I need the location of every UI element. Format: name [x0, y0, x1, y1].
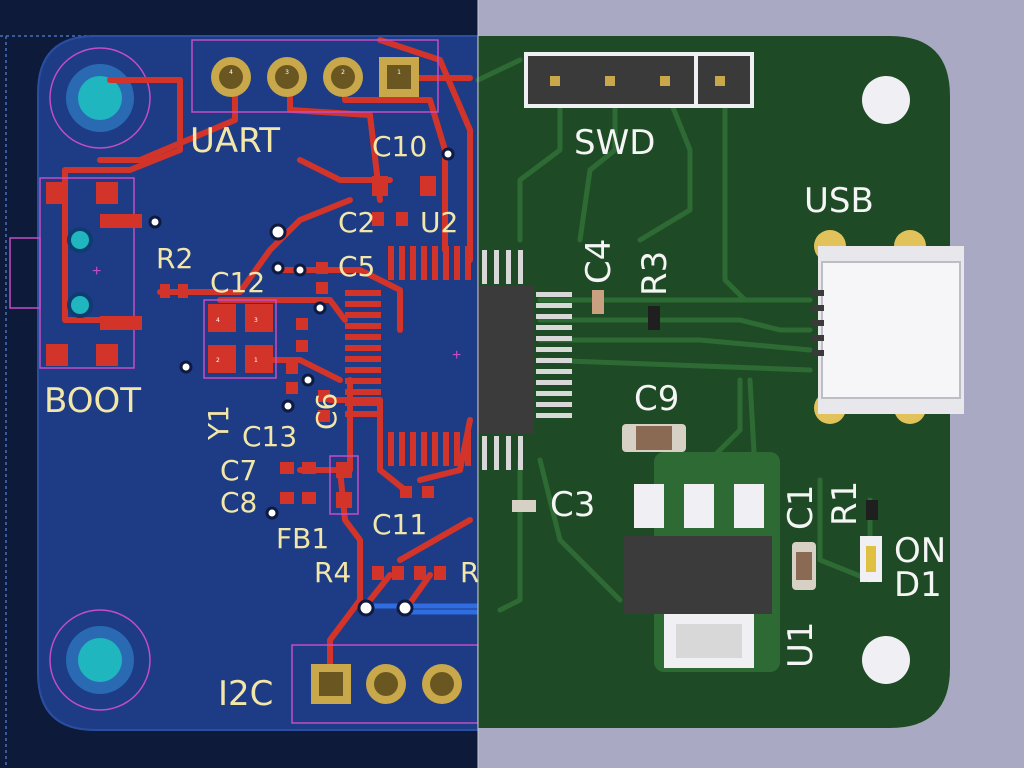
- ref-c8: C8: [220, 486, 257, 519]
- crystal-pin-label: 2: [216, 357, 220, 364]
- ref-r4: R4: [314, 556, 351, 589]
- ref-c5: C5: [338, 250, 375, 283]
- silk-swd: SWD: [574, 123, 655, 163]
- crosshair-icon: +: [452, 347, 461, 364]
- ref-c6: C6: [310, 393, 343, 430]
- via-markers: [148, 147, 455, 617]
- ref-c12: C12: [210, 266, 265, 299]
- uart-pin-label: 3: [285, 69, 289, 76]
- uart-pin: 2: [323, 57, 363, 97]
- mounting-hole-icon: [49, 609, 151, 711]
- uart-pin: 1: [379, 57, 419, 97]
- r2-pad: [178, 284, 188, 298]
- regulator-u1: [624, 452, 780, 672]
- r2-pad: [160, 284, 170, 298]
- swd-header: [524, 52, 754, 108]
- ref-c3: C3: [550, 485, 595, 525]
- crystal-y1: 4 3 2 1: [203, 299, 277, 379]
- uart-connector: 4 3 2 1: [191, 39, 439, 113]
- mcu-u2: [345, 246, 471, 466]
- ref-u2: U2: [420, 206, 458, 239]
- silk-i2c: I2C: [218, 674, 273, 714]
- ref-c7: C7: [220, 454, 257, 487]
- ref-c9: C9: [634, 379, 679, 419]
- mcu-u2-3d: [478, 250, 572, 470]
- silk-usb: USB: [804, 181, 874, 221]
- uart-pin-label: 1: [397, 69, 401, 76]
- ref-r1: R1: [825, 481, 865, 526]
- passive-pads: [280, 176, 446, 580]
- usb-connector: [812, 230, 964, 424]
- ref-fb1: FB1: [276, 522, 329, 555]
- boot-switch: +: [39, 177, 142, 369]
- crystal-pin-label: 4: [216, 317, 220, 324]
- ref-c11: C11: [372, 508, 427, 541]
- crystal-pin-label: 3: [254, 317, 258, 324]
- crystal-pin-label: 1: [254, 357, 258, 364]
- silk-on: ON: [894, 531, 946, 571]
- ref-d1: D1: [894, 565, 942, 605]
- ref-u1: U1: [781, 621, 821, 668]
- ref-r2: R2: [156, 242, 193, 275]
- silk-boot: BOOT: [44, 381, 141, 421]
- uart-pin: 3: [267, 57, 307, 97]
- ref-y1: Y1: [202, 405, 235, 441]
- copper-view: 4 3 2 1 +: [0, 0, 497, 768]
- ref-c1: C1: [781, 485, 821, 530]
- crosshair-icon: +: [92, 263, 101, 280]
- ref-c10: C10: [372, 130, 427, 163]
- ref-c2: C2: [338, 206, 375, 239]
- ref-r3: R3: [635, 251, 675, 296]
- components-3d: [512, 290, 882, 590]
- silk-uart: UART: [190, 121, 280, 161]
- render-view: SWD USB ON C4 R3 C9 C3 C1 R1 D1 U1: [475, 0, 1024, 768]
- uart-pin: 4: [211, 57, 251, 97]
- uart-pin-label: 4: [229, 69, 233, 76]
- mounting-hole-icon: [862, 636, 910, 684]
- uart-pin-label: 2: [341, 69, 345, 76]
- ref-c13: C13: [242, 420, 297, 453]
- mounting-hole-icon: [862, 76, 910, 124]
- ref-c4: C4: [579, 239, 619, 284]
